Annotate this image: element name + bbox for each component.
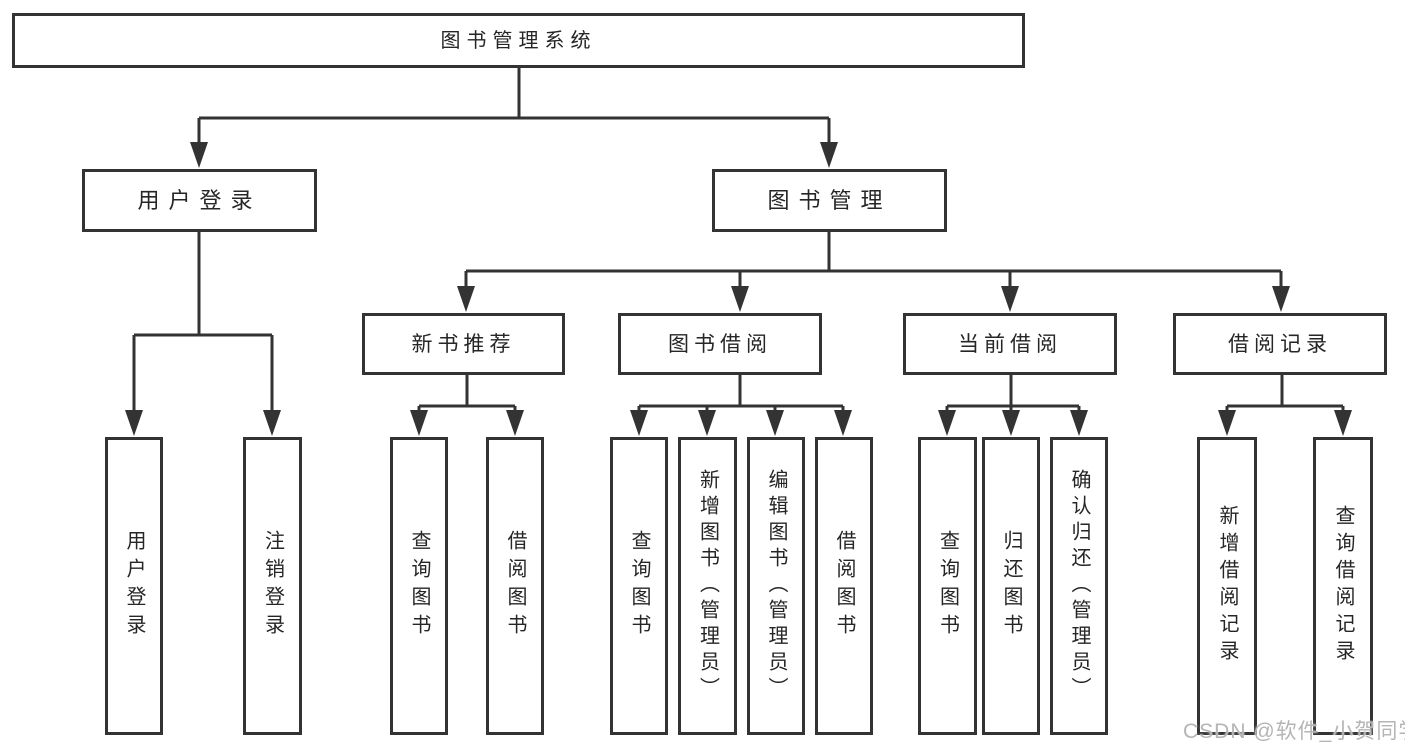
- leaf-recommend-query-books: 查询图书: [390, 437, 448, 735]
- node-new-book-recommend: 新书推荐: [362, 313, 565, 375]
- arrowhead-down-icon: [125, 410, 143, 436]
- arrowhead-down-icon: [1218, 410, 1236, 436]
- leaf-recommend-borrow-books: 借阅图书: [486, 437, 544, 735]
- csdn-watermark: CSDN @软件_小贺同学: [1183, 720, 1405, 743]
- arrowhead-down-icon: [698, 410, 716, 436]
- connector-new-book-children: [417, 375, 517, 414]
- arrowhead-down-icon: [938, 410, 956, 436]
- leaf-records-query-record: 查询借阅记录: [1313, 437, 1373, 735]
- arrowhead-down-icon: [410, 410, 428, 436]
- leaf-current-confirm-return-admin: 确认归还（管理员）: [1050, 437, 1108, 735]
- connector-current-borrow-children: [945, 375, 1081, 414]
- arrowhead-down-icon: [766, 410, 784, 436]
- arrowhead-down-icon: [1002, 410, 1020, 436]
- leaf-user-login: 用户登录: [105, 437, 163, 735]
- node-user-login: 用户登录: [82, 169, 317, 232]
- leaf-borrow-edit-books-admin: 编辑图书（管理员）: [747, 437, 805, 735]
- arrowhead-down-icon: [263, 410, 281, 436]
- leaf-borrow-add-books-admin: 新增图书（管理员）: [678, 437, 737, 735]
- leaf-borrow-query-books: 查询图书: [610, 437, 668, 735]
- leaf-records-add-record: 新增借阅记录: [1197, 437, 1257, 735]
- arrowhead-down-icon: [1272, 286, 1290, 312]
- connector-borrow-records-children: [1225, 375, 1345, 414]
- arrowhead-down-icon: [731, 286, 749, 312]
- node-book-mgmt: 图书管理: [712, 169, 947, 232]
- node-book-borrow: 图书借阅: [618, 313, 822, 375]
- node-current-borrow: 当前借阅: [903, 313, 1117, 375]
- leaf-logout-login: 注销登录: [243, 437, 302, 735]
- arrowhead-down-icon: [1070, 410, 1088, 436]
- arrowhead-down-icon: [630, 410, 648, 436]
- arrowhead-down-icon: [457, 286, 475, 312]
- node-borrow-records: 借阅记录: [1173, 313, 1387, 375]
- leaf-current-return-books: 归还图书: [982, 437, 1040, 735]
- arrowhead-down-icon: [506, 410, 524, 436]
- arrowhead-down-icon: [190, 142, 208, 168]
- connector-book-mgmt-to-level3: [464, 232, 1283, 290]
- arrowhead-down-icon: [834, 410, 852, 436]
- arrowhead-down-icon: [1001, 286, 1019, 312]
- connector-book-borrow-children: [637, 375, 845, 414]
- leaf-current-query-books: 查询图书: [918, 437, 977, 735]
- connector-root-to-level2: [197, 68, 831, 146]
- arrowhead-down-icon: [820, 142, 838, 168]
- node-root: 图书管理系统: [12, 13, 1025, 68]
- leaf-borrow-borrow-books: 借阅图书: [815, 437, 873, 735]
- arrowhead-down-icon: [1334, 410, 1352, 436]
- connector-user-login-children: [132, 232, 274, 414]
